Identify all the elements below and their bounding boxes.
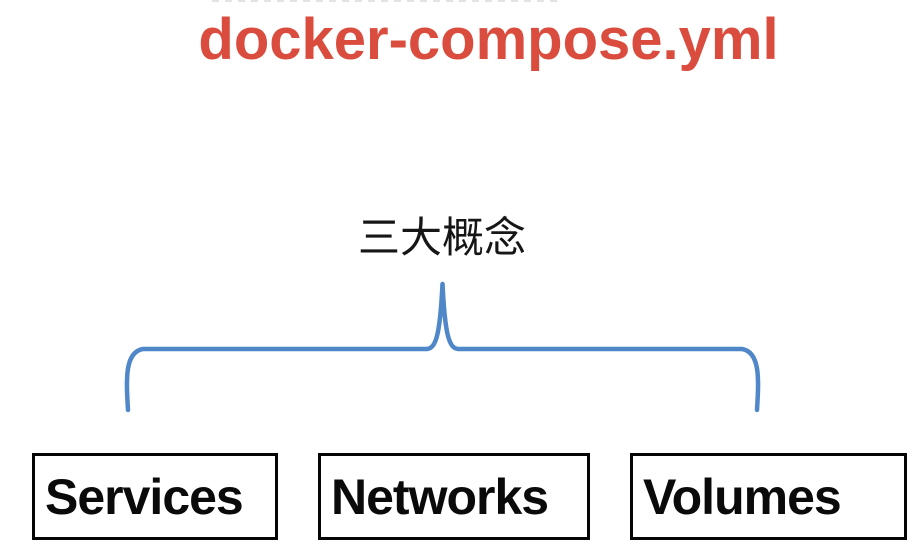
concept-label-volumes: Volumes (643, 468, 842, 525)
concept-label-networks: Networks (331, 468, 549, 525)
concept-box-networks: Networks (318, 453, 590, 540)
slide-title: docker-compose.yml (198, 7, 779, 72)
clipped-text-artifact (212, 0, 562, 2)
curly-brace-path (124, 281, 761, 413)
group-label: 三大概念 (357, 214, 526, 261)
concept-box-services: Services (32, 453, 278, 540)
concept-label-services: Services (45, 468, 244, 525)
concept-box-volumes: Volumes (630, 453, 907, 540)
